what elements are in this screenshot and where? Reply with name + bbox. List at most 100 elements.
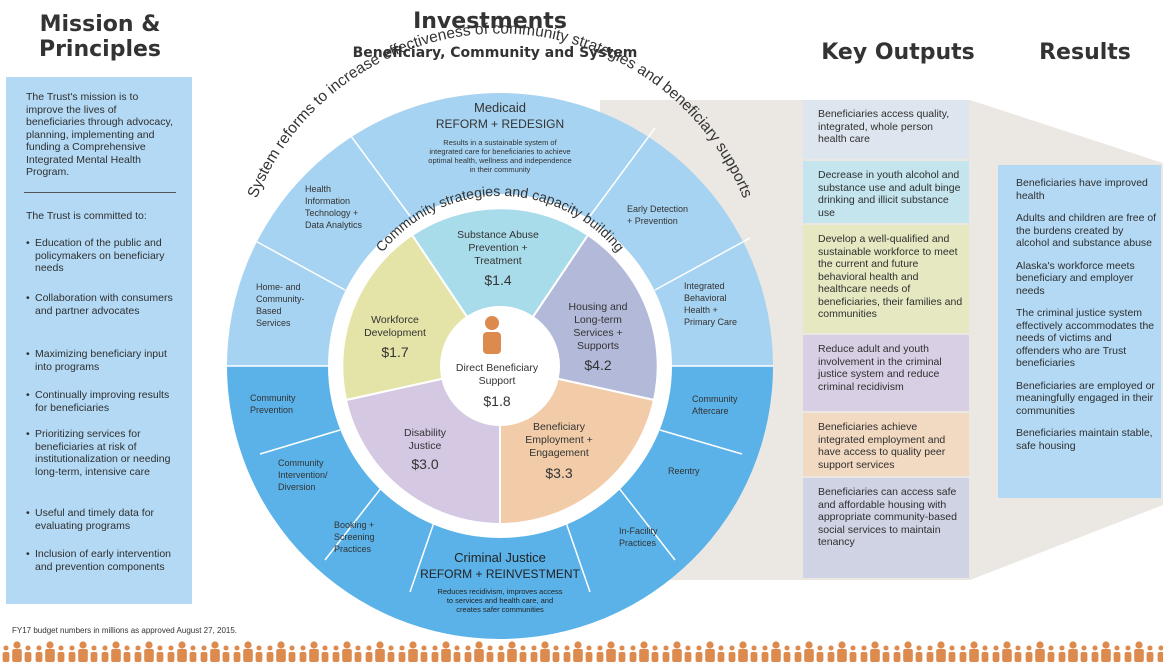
person-icon [705, 649, 715, 662]
person-icon [157, 645, 163, 651]
person-icon [893, 652, 901, 662]
person-icon [520, 645, 526, 651]
person-icon [288, 652, 296, 662]
person-icon [739, 641, 747, 649]
person-icon [783, 652, 791, 662]
substance-amount: $1.4 [484, 272, 511, 288]
svg-text:Housing and: Housing and [569, 301, 628, 313]
person-icon [850, 645, 856, 651]
person-icon [124, 645, 130, 651]
person-icon [871, 641, 879, 649]
person-icon [1125, 645, 1131, 651]
person-icon [894, 645, 900, 651]
person-icon [1158, 645, 1163, 651]
person-icon [838, 641, 846, 649]
person-icon [729, 645, 735, 651]
output-workforce: Develop a well-qualified and sustainable… [803, 225, 969, 333]
svg-text:Prevention: Prevention [250, 405, 293, 415]
person-icon [3, 645, 9, 651]
person-icon [1003, 641, 1011, 649]
svg-text:In-Facility: In-Facility [619, 526, 658, 536]
label-health-it: Health Information Technology + Data Ana… [305, 184, 363, 230]
person-icon [79, 641, 87, 649]
result-item: Beneficiaries are employed or meaningful… [1016, 379, 1155, 417]
person-icon [497, 652, 505, 662]
person-icon [574, 641, 582, 649]
svg-text:Behavioral: Behavioral [684, 293, 727, 303]
mission-divider [24, 192, 176, 193]
svg-text:integrated care for beneficiar: integrated care for beneficiaries to ach… [429, 147, 570, 156]
person-icon [1014, 652, 1022, 662]
person-icon [849, 652, 857, 662]
person-icon [586, 645, 592, 651]
person-icon [431, 652, 439, 662]
person-icon [365, 652, 373, 662]
person-icon [420, 652, 428, 662]
person-icon [123, 652, 131, 662]
person-icon [1080, 652, 1088, 662]
person-icon [927, 645, 933, 651]
key-outputs-header: Key Outputs [821, 40, 975, 65]
person-icon [585, 652, 593, 662]
principle-item: •Continually improving results for benef… [26, 389, 170, 414]
person-icon [619, 645, 625, 651]
housing-amount: $4.2 [584, 357, 611, 373]
ring-labels: Health Information Technology + Data Ana… [250, 184, 738, 554]
person-icon [630, 645, 636, 651]
person-icon [408, 649, 418, 662]
person-icon [1146, 652, 1154, 662]
substance-label: Substance Abuse Prevention + Treatment $… [457, 229, 539, 288]
person-icon [751, 645, 757, 651]
person-icon [531, 645, 537, 651]
svg-text:Primary Care: Primary Care [684, 317, 737, 327]
person-icon [960, 645, 966, 651]
person-icon [244, 641, 252, 649]
svg-text:Based: Based [256, 306, 282, 316]
result-item: Alaska's workforce meets beneficiary and… [1016, 259, 1135, 297]
budget-footnote: FY17 budget numbers in millions as appro… [12, 626, 238, 635]
svg-text:Direct Beneficiary: Direct Beneficiary [456, 362, 539, 374]
person-icon [629, 652, 637, 662]
results-panel: Beneficiaries have improved health Adult… [998, 165, 1161, 498]
person-icon [1157, 652, 1163, 662]
criminal-justice-title: Criminal Justice [454, 550, 546, 565]
person-icon [243, 649, 253, 662]
svg-text:Booking +: Booking + [334, 520, 374, 530]
person-icon [112, 641, 120, 649]
svg-text:to services and health care, a: to services and health care, and [447, 596, 553, 605]
person-icon [178, 641, 186, 649]
person-icon [483, 316, 501, 354]
center-circle [440, 306, 560, 426]
person-icon [432, 645, 438, 651]
person-icon [266, 652, 274, 662]
person-icon [233, 652, 241, 662]
person-icon [376, 641, 384, 649]
person-icon [1047, 652, 1055, 662]
person-icon [300, 645, 306, 651]
result-item: Adults and children are free of the burd… [1016, 212, 1157, 249]
svg-text:Treatment: Treatment [474, 255, 522, 267]
person-icon [1113, 652, 1121, 662]
person-icon [882, 652, 890, 662]
segment-labels: Substance Abuse Prevention + Treatment $… [364, 229, 628, 481]
person-icon [156, 652, 164, 662]
svg-text:Results in a sustainable syste: Results in a sustainable system of [443, 138, 557, 147]
person-icon [256, 645, 262, 651]
label-community-prevention: Community Prevention [250, 393, 296, 415]
person-icon [507, 649, 517, 662]
criminal-justice-description: Reduces recidivism, improves access to s… [437, 587, 562, 614]
person-icon [322, 645, 328, 651]
person-icon [343, 641, 351, 649]
committed-intro: The Trust is committed to: [26, 210, 147, 222]
label-community-aftercare: Community Aftercare [692, 394, 738, 416]
person-icon [828, 645, 834, 651]
person-icon [772, 641, 780, 649]
person-icon [970, 641, 978, 649]
person-icon [663, 645, 669, 651]
person-icon [552, 652, 560, 662]
person-icon [487, 645, 493, 651]
result-item: Beneficiaries have improved health [1016, 177, 1148, 202]
disability-label: Disability Justice $3.0 [404, 427, 447, 472]
person-icon [1092, 645, 1098, 651]
